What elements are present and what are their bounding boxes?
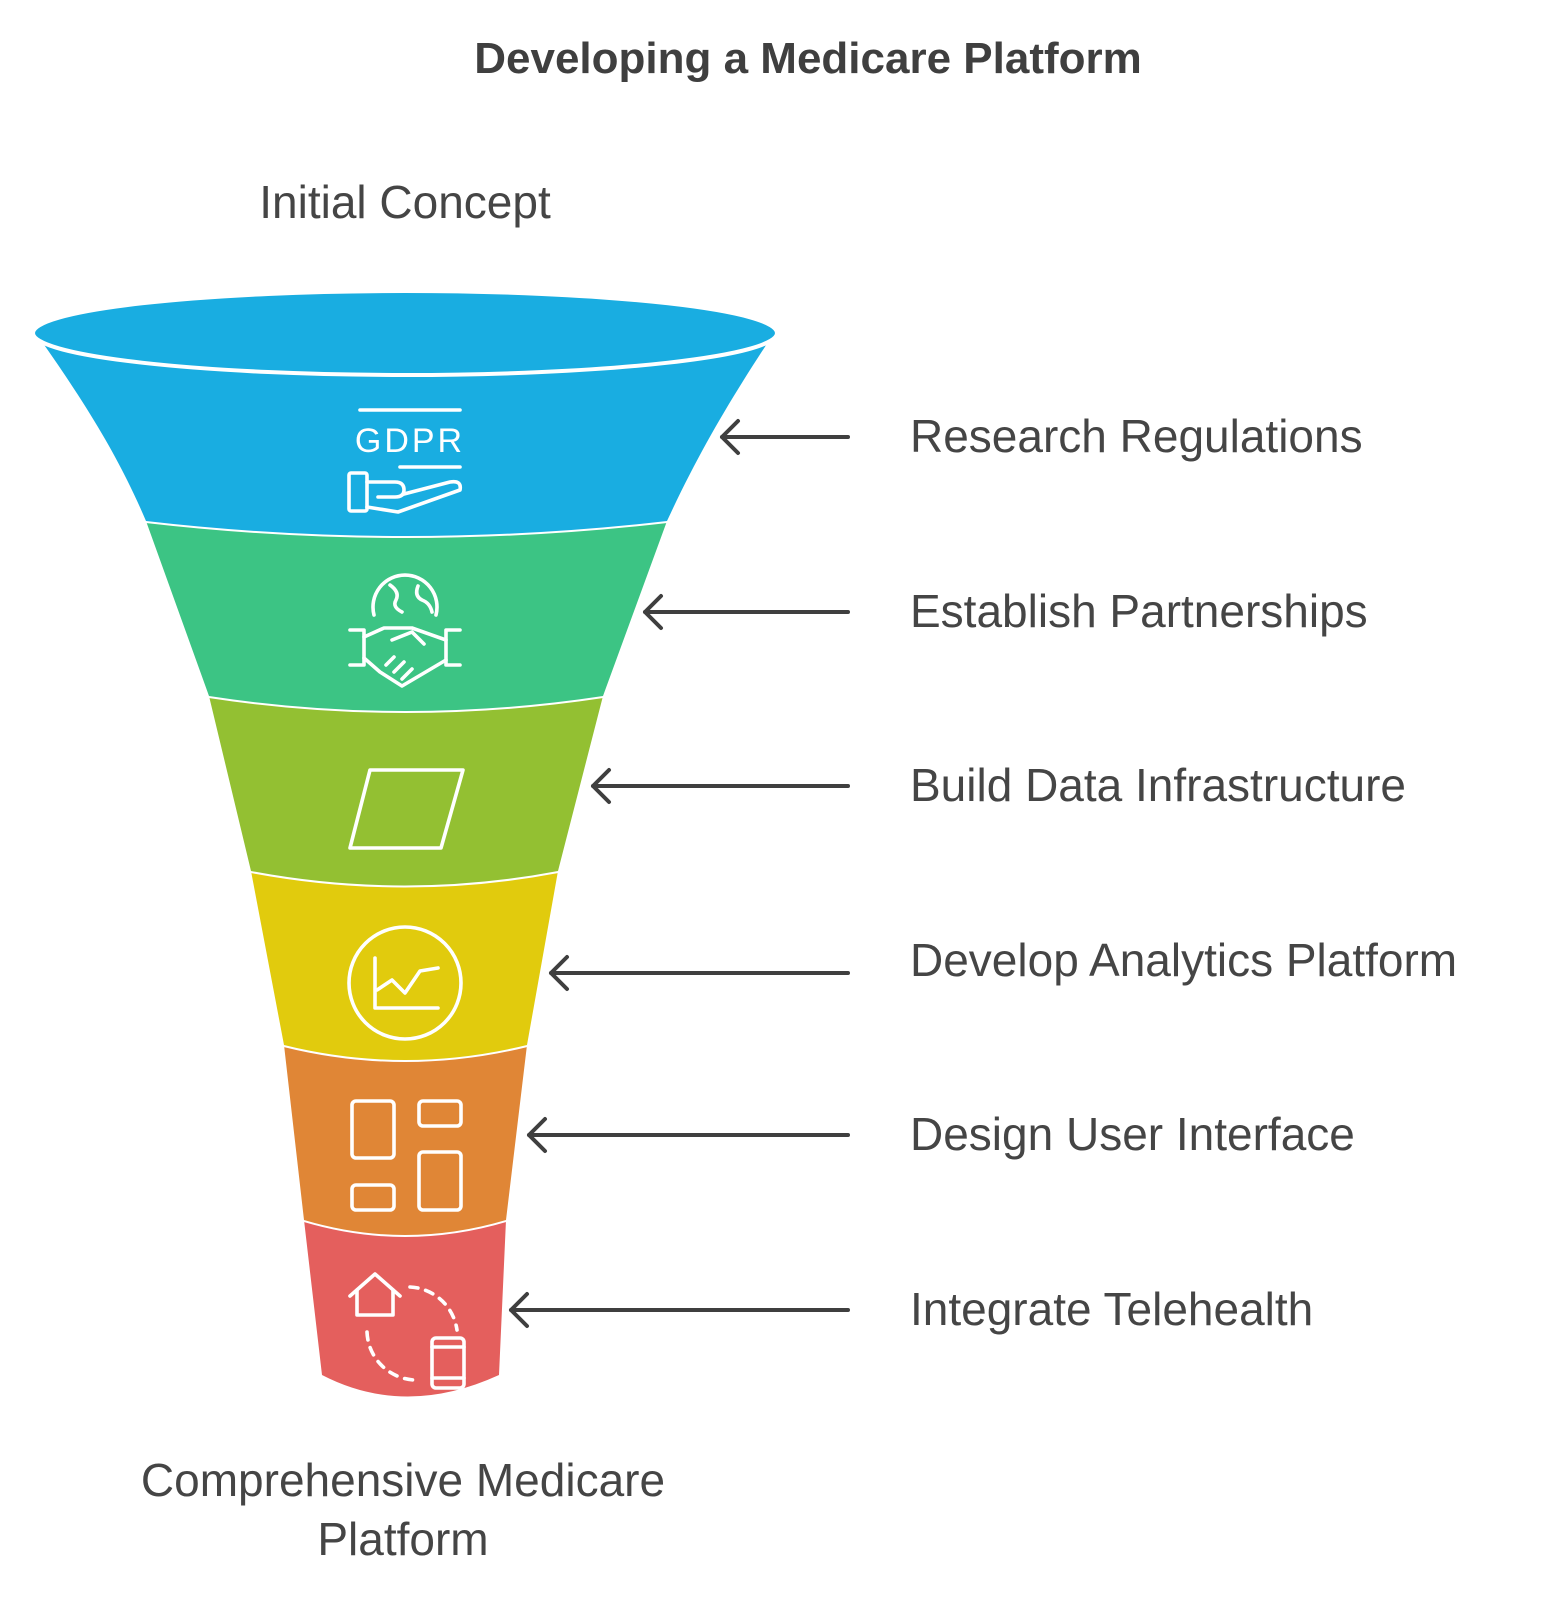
- top-label: Initial Concept: [259, 176, 551, 228]
- parallelogram-icon: [348, 768, 465, 850]
- stage-label-design-user-interface: Design User Interface: [910, 1108, 1355, 1160]
- bottom-label-line1: Comprehensive Medicare: [141, 1454, 665, 1506]
- stage-label-integrate-telehealth: Integrate Telehealth: [910, 1283, 1313, 1335]
- arrow-3: [591, 768, 850, 804]
- arrow-1: [720, 419, 850, 455]
- funnel-segment-1: [38, 336, 772, 536]
- arrow-4: [549, 955, 850, 991]
- stage-label-research-regulations: Research Regulations: [910, 410, 1363, 462]
- funnel-segment-5: [284, 1045, 527, 1235]
- stage-label-build-data-infrastructure: Build Data Infrastructure: [910, 759, 1406, 811]
- line-chart-circle-icon: [347, 925, 463, 1041]
- funnel: [31, 289, 779, 1397]
- arrow-2: [643, 594, 850, 630]
- bottom-label-line2: Platform: [317, 1513, 488, 1565]
- home-to-mobile-icon: [348, 1272, 466, 1390]
- gdpr-hand-icon: GDPR: [347, 408, 465, 514]
- stage-label-develop-analytics-platform: Develop Analytics Platform: [910, 934, 1457, 986]
- arrow-6: [509, 1292, 850, 1328]
- layout-grid-icon: [350, 1099, 463, 1212]
- gdpr-text: GDPR: [355, 422, 465, 460]
- stage-label-establish-partnerships: Establish Partnerships: [910, 585, 1368, 637]
- globe-handshake-icon: [348, 573, 462, 688]
- funnel-segment-2: [146, 521, 667, 711]
- funnel-mouth: [31, 289, 779, 377]
- arrow-5: [527, 1117, 850, 1153]
- diagram-title: Developing a Medicare Platform: [474, 34, 1142, 83]
- funnel-segment-3: [209, 696, 603, 886]
- funnel-segment-4: [251, 871, 558, 1060]
- funnel-segment-6: [304, 1220, 506, 1397]
